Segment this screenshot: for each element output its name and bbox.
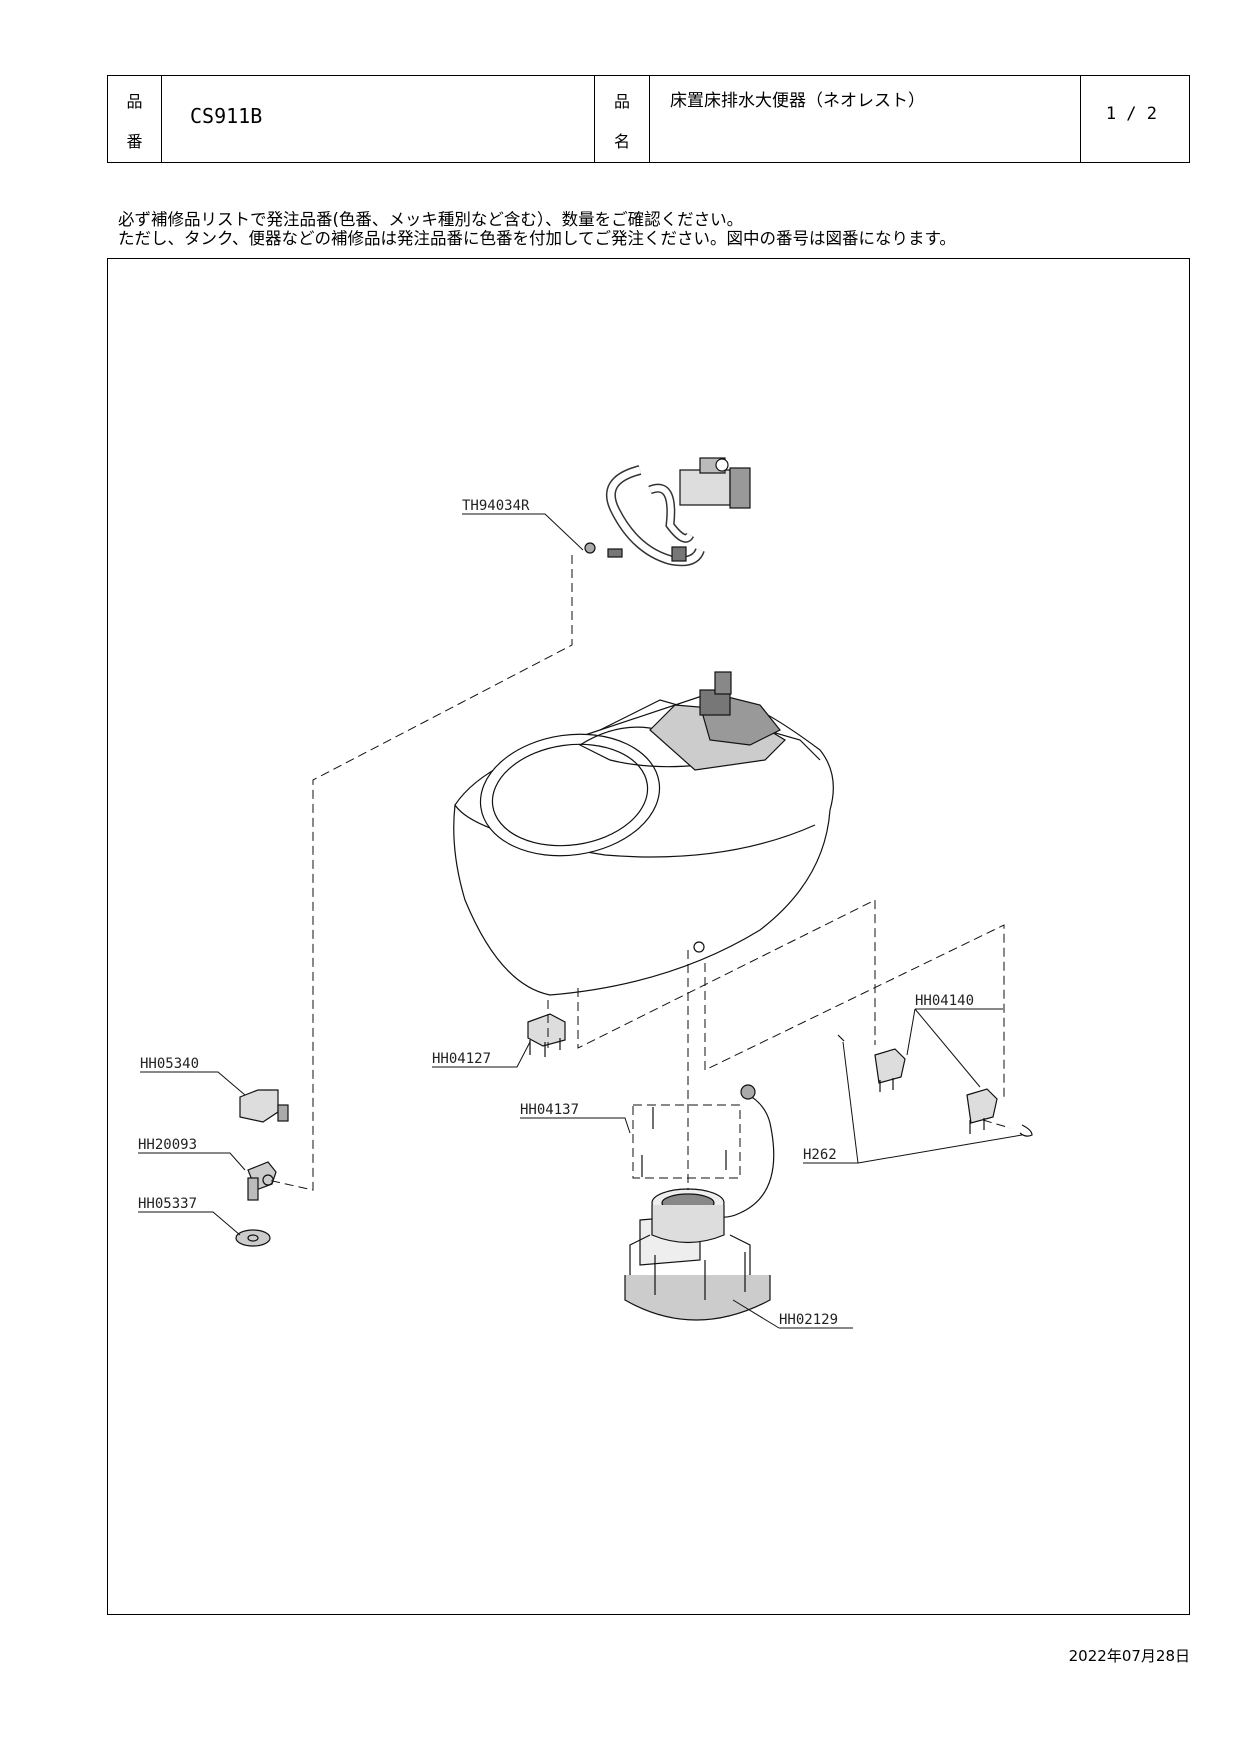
part-label-hh04140: HH04140 [915, 993, 974, 1009]
hinban-label-top: 品 [126, 92, 143, 111]
product-name: 床置床排水大便器（ネオレスト） [670, 91, 925, 111]
part-label-hh04127: HH04127 [432, 1051, 491, 1067]
hinmei-label-bottom: 名 [613, 132, 630, 151]
product-name-cell [650, 76, 1081, 162]
product-code: CS911B [190, 104, 263, 128]
note-line-2: ただし、タンク、便器などの補修品は発注品番に色番を付加してご発注ください。図中の… [118, 229, 956, 248]
notes: 必ず補修品リストで発注品番(色番、メッキ種別など含む）、数量をご確認ください。 … [118, 210, 956, 248]
leader-lines [138, 513, 1023, 1329]
hinban-label-bottom: 番 [126, 132, 143, 151]
toilet-bowl-drawing [453, 671, 834, 996]
part-label-hh04137: HH04137 [520, 1102, 579, 1118]
drawing-frame [107, 258, 1190, 1615]
part-label-hh02129: HH02129 [779, 1312, 838, 1328]
hinban-label-cell: 品 番 [108, 76, 162, 162]
hinmei-label-top: 品 [613, 92, 630, 111]
product-code-cell [108, 76, 595, 162]
part-label-hh20093: HH20093 [138, 1137, 197, 1153]
dashed-guides [267, 555, 1011, 1191]
part-label-h262: H262 [803, 1147, 837, 1163]
part-label-th94034r: TH94034R [462, 498, 530, 514]
issue-date: 2022年07月28日 [1068, 1647, 1190, 1665]
hinmei-label-cell: 品 名 [595, 76, 650, 162]
note-line-1: 必ず補修品リストで発注品番(色番、メッキ種別など含む）、数量をご確認ください。 [118, 210, 744, 229]
title-block: 品 番 CS911B 品 名 床置床排水大便器（ネオレスト） 1 / 2 [107, 75, 1190, 163]
small-parts-drawing [235, 1013, 1033, 1321]
part-label-hh05337: HH05337 [138, 1196, 197, 1212]
part-label-hh05340: HH05340 [140, 1056, 199, 1072]
valve-unit-drawing [584, 457, 751, 567]
page-number: 1 / 2 [1105, 104, 1157, 124]
